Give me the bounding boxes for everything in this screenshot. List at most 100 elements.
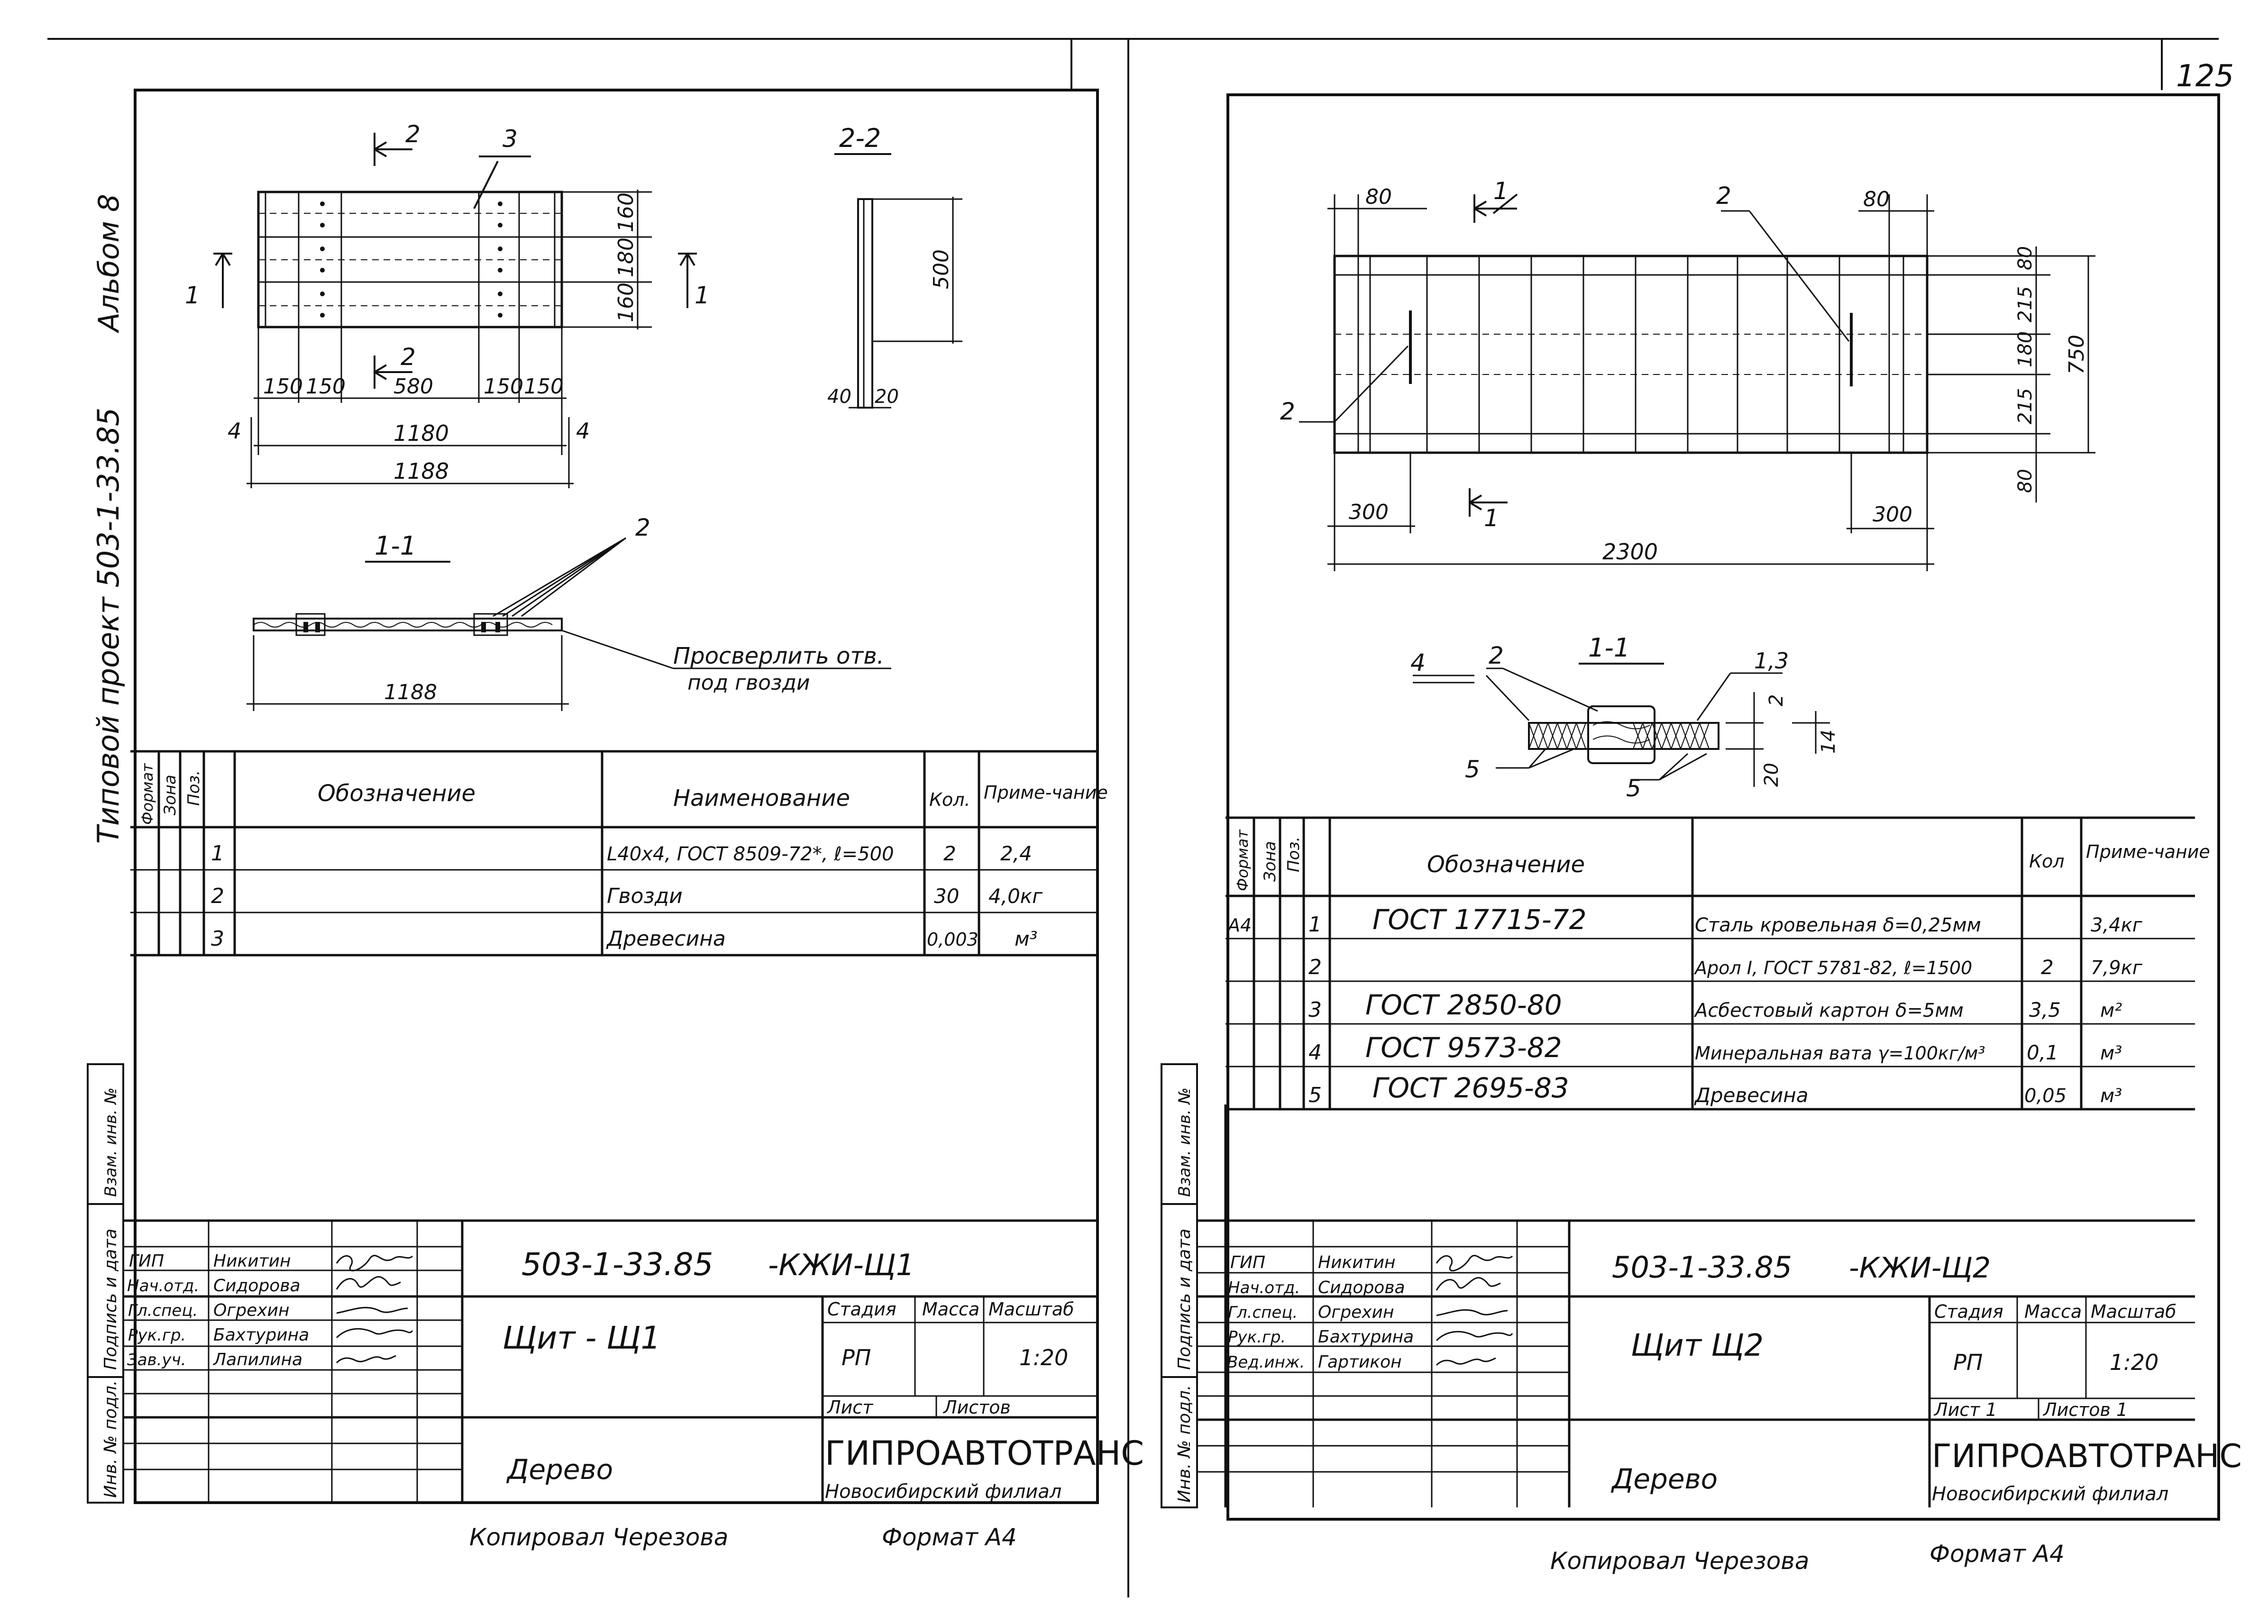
spec-row-pos: 1 (211, 841, 224, 866)
side-stamp-inv-podl: Инв. № подл. (1175, 1385, 1194, 1503)
stage-label: Стадия (827, 1299, 896, 1320)
dim-height-500: 500 (929, 249, 953, 289)
pos-label-4-left: 4 (228, 418, 241, 444)
spec-header-designation: Обозначение (1427, 851, 1585, 878)
spec-row-designation: ГОСТ 17715-72 (1372, 903, 1587, 936)
title-suffix: -КЖИ-Щ1 (768, 1248, 915, 1282)
spec-row-pos: 2 (1308, 955, 1322, 979)
signature-role: Зав.уч. (127, 1350, 186, 1369)
project-label: Типовой проект 503-1-33.85 (91, 408, 126, 844)
spec-row-qty: 0,05 (2024, 1085, 2067, 1107)
spec-header-name: Наименование (673, 785, 850, 812)
spec-row-note: м³ (2100, 1042, 2122, 1064)
dim-right-215-top: 215 (2014, 286, 2036, 322)
pos-label-2-top: 2 (1716, 182, 1731, 210)
spec-row-note: м³ (2100, 1085, 2122, 1107)
spec-row: 2 Гвозди 30 4,0кг (211, 884, 1043, 908)
dim-s-14: 14 (1818, 730, 1839, 754)
dim-s-20: 20 (1761, 763, 1783, 787)
album-label: Альбом 8 (92, 194, 126, 334)
spec-row-note: м³ (1015, 927, 1038, 950)
org-branch: Новосибирский филиал (1932, 1483, 2168, 1505)
scale-value: 1:20 (1019, 1345, 1068, 1370)
dim-right-80-top: 80 (2014, 246, 2036, 270)
spec-row-qty: 2 (2041, 956, 2054, 979)
dim-bottom-4: 150 (484, 374, 523, 399)
signature-role: Гл.спец. (1228, 1303, 1298, 1322)
spec-header-qty: Кол (2029, 851, 2065, 872)
footer-copied: Копировал Черезова (1550, 1547, 1809, 1575)
spec-row-name: Древесина (1694, 1084, 1809, 1107)
spec-header-note: Приме-чание (2086, 841, 2210, 862)
pos-label-4-right: 4 (576, 418, 590, 444)
spec-row-name: Асбестовый картон δ=5мм (1693, 1000, 1964, 1022)
signature-name: Бахтурина (213, 1325, 309, 1345)
spec-row: 2 Арол I, ГОСТ 5781-82, ℓ=1500 2 7,9кг (1308, 955, 2143, 979)
org-branch: Новосибирский филиал (825, 1481, 1061, 1503)
spec-row-qty: 2 (943, 842, 956, 865)
dim-row-3: 160 (614, 283, 638, 322)
left-spec-table: Формат Зона Поз. Обозначение Наименовани… (130, 750, 1108, 957)
sheet-title: Щит - Щ1 (503, 1320, 660, 1356)
spec-row-format: А4 (1226, 915, 1252, 936)
cut-label-2-bottom: 2 (401, 343, 416, 371)
spec-row: 4 ГОСТ 9573-82 Минеральная вата γ=100кг/… (1308, 1031, 2122, 1065)
pos-label-5-right: 5 (1626, 775, 1641, 802)
spec-row-qty: 3,5 (2029, 998, 2061, 1022)
title-code: 503-1-33.85 (1612, 1250, 1792, 1285)
title-code: 503-1-33.85 (521, 1246, 713, 1283)
right-side-stamp: Инв. № подл. Подпись и дата Взам. инв. № (1161, 1063, 1198, 1508)
drill-note-line1: Просверлить отв. (673, 643, 884, 669)
spec-row-pos: 3 (211, 927, 224, 951)
signature-name: Лапилина (212, 1350, 302, 1369)
side-stamp-vzam-inv: Взам. инв. № (101, 1087, 120, 1197)
spec-row-designation: ГОСТ 2850-80 (1365, 989, 1562, 1021)
spec-row-name: Арол I, ГОСТ 5781-82, ℓ=1500 (1693, 958, 1972, 978)
stage-label: Стадия (1934, 1301, 2003, 1322)
sheet-label: Лист 1 (1933, 1399, 1997, 1420)
right-spec-table: Формат Зона Поз. Обозначение Кол Приме-ч… (1225, 816, 2210, 1111)
side-stamp-inv-podl: Инв. № подл. (101, 1380, 120, 1498)
side-stamp-signature-date: Подпись и дата (1175, 1229, 1194, 1370)
signature-name: Гартикон (1318, 1352, 1402, 1372)
title-suffix: -КЖИ-Щ2 (1849, 1251, 1991, 1285)
dim-bottom-3: 580 (393, 374, 433, 399)
signature-name: Огрехин (1318, 1303, 1394, 1322)
org-name: ГИПРОАВТОТРАНС (1932, 1438, 2242, 1475)
right-sheet: 80 80 80 215 180 215 80 750 300 300 2300 (1161, 93, 2242, 1575)
mass-label: Масса (922, 1299, 979, 1320)
dim-t-20: 20 (875, 386, 899, 408)
spec-row-name: Сталь кровельная δ=0,25мм (1695, 914, 1981, 936)
right-title-block: 503-1-33.85 -КЖИ-Щ2 ГИП Никитин Нач.отд.… (1197, 1104, 2242, 1507)
spec-row-qty: 0,1 (2027, 1041, 2058, 1064)
signature-role: Вед.инж. (1227, 1353, 1305, 1372)
sheets-label: Листов 1 (2042, 1399, 2128, 1420)
spec-row: 3 Древесина 0,003 м³ (211, 927, 1038, 951)
spec-header-zone: Зона (1261, 841, 1280, 882)
signature-name: Огрехин (213, 1301, 290, 1320)
dim-right-80-bottom: 80 (2014, 469, 2036, 493)
pos-label-5-left: 5 (1465, 756, 1480, 783)
spec-row: 3 ГОСТ 2850-80 Асбестовый картон δ=5мм 3… (1308, 989, 2122, 1022)
spec-row-pos: 3 (1308, 998, 1322, 1022)
side-stamp-vzam-inv: Взам. инв. № (1175, 1087, 1194, 1197)
section-1-1-right-title: 1-1 (1588, 633, 1630, 663)
spec-row-name: Минеральная вата γ=100кг/м³ (1695, 1043, 1985, 1064)
dim-bottom-5: 150 (524, 374, 564, 399)
handwritten-signatures (1436, 1255, 1513, 1366)
dim-s-2: 2 (1765, 694, 1787, 706)
scale-value: 1:20 (2110, 1350, 2158, 1375)
left-title-block: 503-1-33.85 -КЖИ-Щ1 ГИП Никитин Нач.отд.… (123, 1219, 1144, 1503)
pos-label-2-section: 2 (1489, 642, 1504, 669)
signature-role: Нач.отд. (127, 1277, 199, 1296)
spec-row-pos: 2 (211, 884, 224, 908)
dim-height-750: 750 (2065, 335, 2089, 374)
side-stamp-signature-date: Подпись и дата (101, 1229, 120, 1370)
stage-value: РП (1953, 1350, 1983, 1375)
left-side-stamp: Инв. № подл. Подпись и дата Взам. инв. № (87, 1063, 124, 1504)
cut-label-2-top: 2 (405, 120, 421, 148)
dim-total-inner: 1180 (393, 420, 449, 446)
signature-role: ГИП (1230, 1253, 1265, 1272)
spec-row-name: Древесина (606, 927, 726, 951)
page-edge-lines (47, 38, 2219, 1597)
